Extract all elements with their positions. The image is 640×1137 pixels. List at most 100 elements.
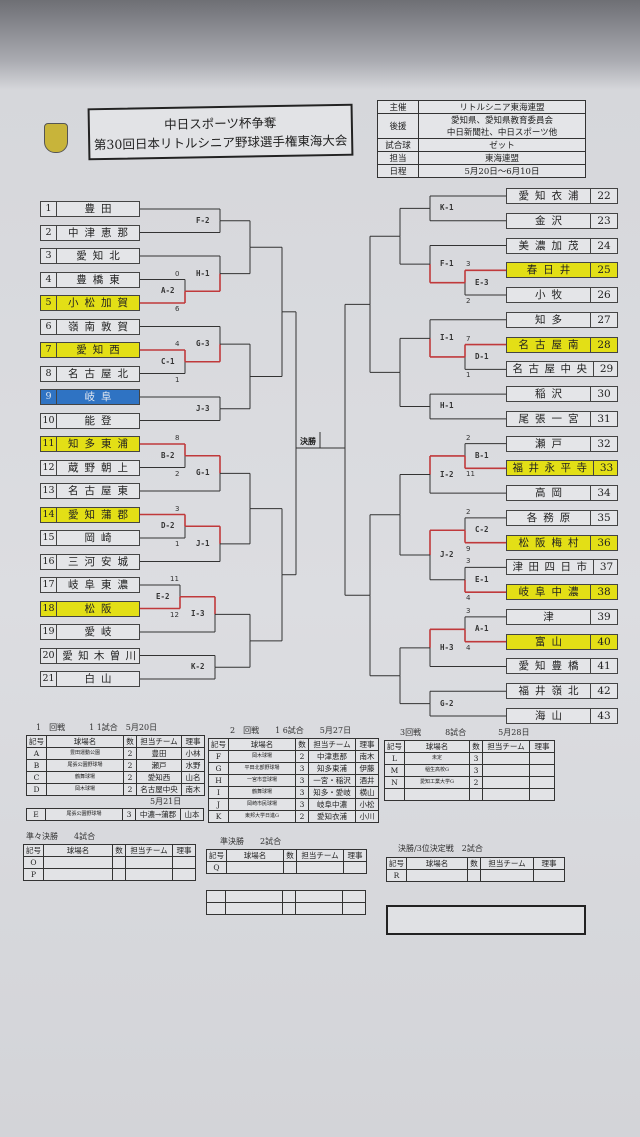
table-cell	[125, 868, 173, 881]
team-number: 3	[41, 249, 57, 263]
column-header: 数	[469, 740, 483, 753]
team-name: 白山	[84, 673, 118, 685]
column-header: 担当チーム	[136, 735, 182, 748]
table-cell: E	[26, 808, 46, 821]
team-number: 6	[41, 319, 57, 334]
team-number: 39	[590, 609, 617, 624]
team-name: 富山	[535, 635, 568, 648]
table-cell: 横山	[355, 786, 379, 799]
table-cell: K	[208, 810, 229, 823]
column-header: 球場名	[228, 738, 296, 751]
table-cell	[529, 752, 555, 765]
table-cell: 中津恵那	[308, 750, 356, 763]
team-number: 43	[590, 708, 617, 723]
match-code-label: H-1	[196, 268, 210, 278]
info-row: 後援愛知県、愛知県教育委員会中日新聞社、中日スポーツ他	[377, 113, 586, 139]
organizer-info-table: 主催リトルシニア東海連盟後援愛知県、愛知県教育委員会中日新聞社、中日スポーツ他試…	[377, 100, 586, 178]
team-number: 29	[592, 362, 618, 377]
match-score: 2	[466, 297, 471, 306]
column-header: 担当チーム	[482, 740, 530, 753]
team-entry: 20 愛知木曽川	[40, 647, 140, 664]
schedule-title: 2 回戦 1 6試合 5月27日	[230, 726, 352, 735]
column-header: 数	[283, 849, 297, 862]
table-cell	[283, 861, 297, 874]
team-name: 愛知衣浦	[518, 190, 585, 202]
team-name: 各務原	[526, 511, 577, 524]
match-code-label: K-2	[191, 662, 205, 672]
table-cell: 2	[123, 783, 137, 796]
table-cell: 南木	[355, 750, 379, 763]
team-number: 36	[590, 535, 617, 550]
final-match-label: 決勝	[300, 436, 316, 446]
team-name: 松阪梅村	[518, 536, 585, 549]
schedule-title: 準決勝 2試合	[220, 837, 282, 846]
match-code-label: J-2	[440, 550, 454, 560]
team-name: 豊橋東	[76, 273, 126, 286]
team-number: 20	[41, 648, 57, 663]
match-code-label: A-2	[161, 286, 175, 296]
team-number: 41	[590, 659, 617, 674]
table-cell: F	[208, 750, 229, 763]
table-cell: 愛知衣浦	[308, 810, 356, 823]
team-number: 9	[41, 390, 57, 404]
match-code-label: B-1	[475, 450, 489, 460]
column-header: 数	[112, 844, 126, 857]
team-number: 17	[41, 578, 57, 592]
column-header: 球場名	[46, 735, 124, 748]
team-name: 松阪	[84, 602, 118, 615]
table-row	[206, 902, 366, 915]
match-score: 3	[466, 557, 471, 566]
team-name: 愛知木曽川	[62, 649, 140, 662]
team-name: 海山	[535, 709, 568, 722]
table-cell: 3	[122, 808, 136, 821]
column-header: 数	[467, 857, 481, 870]
table-cell: 鶴舞球場	[46, 771, 124, 784]
table-row: P	[23, 868, 196, 881]
table-cell: 尾張公園野球場	[46, 759, 124, 772]
table-header-row: 記号球場名数担当チーム理事	[208, 738, 379, 751]
match-score: 9	[466, 544, 471, 553]
table-cell: R	[386, 869, 407, 882]
table-header-row: 記号球場名数担当チーム理事	[26, 735, 205, 748]
table-cell: A	[26, 747, 47, 760]
schedule-title: 3回戦 8試合 5月28日	[400, 728, 530, 737]
match-score: 8	[175, 434, 180, 442]
team-name: 高岡	[535, 487, 568, 500]
info-value: 5月20日～6月10日	[418, 164, 586, 178]
table-cell	[172, 868, 196, 881]
team-name: 美濃加茂	[518, 239, 585, 252]
match-code-label: I-2	[440, 469, 454, 479]
column-header: 記号	[206, 849, 227, 862]
team-name: 小牧	[535, 289, 568, 302]
team-number: 13	[41, 484, 57, 498]
semifinal-extra-table	[206, 890, 366, 915]
table-cell: 岡崎市民球場	[228, 798, 296, 811]
table-cell: 2	[295, 750, 309, 763]
match-score: 4	[466, 594, 471, 603]
match-score: 12	[170, 610, 179, 619]
column-header: 記号	[386, 857, 407, 870]
column-header: 記号	[26, 735, 47, 748]
team-name: 知多	[535, 313, 568, 326]
column-header: 担当チーム	[125, 844, 173, 857]
match-score: 4	[466, 643, 471, 652]
